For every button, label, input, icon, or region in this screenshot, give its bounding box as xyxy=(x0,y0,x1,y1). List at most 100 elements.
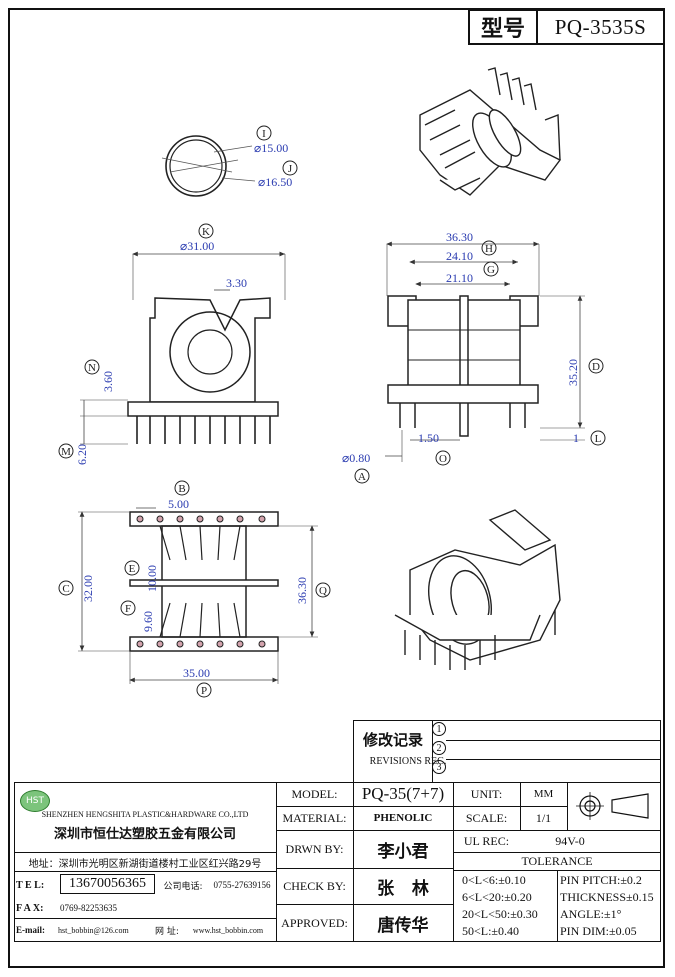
ul-value: 94V-0 xyxy=(555,833,585,848)
unit-label: UNIT: xyxy=(470,786,503,801)
check-label: CHECK BY: xyxy=(283,878,346,893)
dim-G: 21.10 xyxy=(446,271,473,285)
tolerance-right-3: ANGLE:±1° xyxy=(560,907,622,921)
svg-text:H: H xyxy=(485,243,493,255)
ul-label: UL REC: xyxy=(463,833,510,848)
callout-P: P xyxy=(196,682,212,698)
model-title-box: 型号 PQ-3535S xyxy=(468,9,665,45)
company-name-cn: 深圳市恒仕达塑胶五金有限公司 xyxy=(53,826,236,842)
dim-C: 32.00 xyxy=(81,575,95,602)
web-label: 网 址: xyxy=(155,926,179,937)
svg-text:I: I xyxy=(262,128,266,140)
specs-line-1 xyxy=(276,806,453,807)
callout-N: N xyxy=(84,359,100,375)
units-line-2 xyxy=(453,830,661,831)
tolerance-right-2: THICKNESS±0.15 xyxy=(560,890,654,904)
dim-O: 1.50 xyxy=(418,431,439,445)
svg-text:F: F xyxy=(125,603,131,615)
core-circle-view xyxy=(161,135,256,197)
svg-text:N: N xyxy=(88,362,96,374)
specs-line-3 xyxy=(276,868,453,869)
revision-row-1: 1 xyxy=(432,722,446,736)
company-address: 地址：深圳市光明区新湖街道楼村工业区红兴路29号 xyxy=(14,852,276,872)
svg-text:B: B xyxy=(178,483,185,495)
dim-N: 3.60 xyxy=(101,371,115,392)
tolerance-right: PIN PITCH:±0.2 THICKNESS±0.15 ANGLE:±1° … xyxy=(560,872,660,940)
specs-line-2 xyxy=(276,830,453,831)
tolerance-left-1: 0<L<6:±0.10 xyxy=(462,873,526,887)
revisions-label-en: REVISIONS REC. xyxy=(369,755,447,767)
title-block xyxy=(14,782,661,942)
revisions-label-cn: 修改记录 xyxy=(362,730,423,749)
drawn-value: 李小君 xyxy=(377,841,429,862)
bobbin-3d-top-view xyxy=(419,67,562,196)
dim-width-total: 36.30 xyxy=(446,230,473,244)
svg-text:L: L xyxy=(595,433,602,445)
callout-C: C xyxy=(58,580,74,596)
tolerance-left-3: 20<L<50:±0.30 xyxy=(462,907,538,921)
callout-K: K xyxy=(198,223,214,239)
callout-D: D xyxy=(588,358,604,374)
svg-text:E: E xyxy=(129,563,136,575)
dim-D: 35.20 xyxy=(566,359,580,386)
web-value: www.hst_bobbin.com xyxy=(192,925,264,935)
email-label: E-mail: xyxy=(16,925,45,935)
units-line-3 xyxy=(453,852,661,853)
callout-G: G xyxy=(483,261,499,277)
specs-divider-right xyxy=(453,782,454,942)
company-name-en: SHENZHEN HENGSHITA PLASTIC&HARDWARE CO.,… xyxy=(41,809,249,819)
units-divider-2 xyxy=(567,782,568,830)
callout-Q: Q xyxy=(315,582,331,598)
specs-line-4 xyxy=(276,904,453,905)
company-divider xyxy=(14,918,276,919)
tolerance-left-4: 50<L:±0.40 xyxy=(462,924,520,938)
bobbin-bottom-view xyxy=(129,511,279,652)
svg-text:G: G xyxy=(487,264,495,276)
model-title-label: 型号 xyxy=(470,11,538,43)
bobbin-3d-bottom-view xyxy=(394,509,561,670)
svg-text:P: P xyxy=(201,685,207,697)
dim-F: 9.60 xyxy=(141,611,155,632)
tolerance-label: TOLERANCE xyxy=(521,853,593,868)
svg-text:C: C xyxy=(62,583,69,595)
check-value: 张 林 xyxy=(377,878,429,899)
fax-label: F A X: xyxy=(16,902,44,914)
dim-J: ⌀16.50 xyxy=(258,175,292,189)
callout-M: M xyxy=(58,443,74,459)
callout-H: H xyxy=(481,240,497,256)
specs-divider-mid xyxy=(353,782,354,942)
callout-I: I xyxy=(256,125,272,141)
callout-B: B xyxy=(174,480,190,496)
projection-symbol-icon xyxy=(576,792,649,820)
tolerance-left-2: 6<L<20:±0.20 xyxy=(462,890,532,904)
callout-E: E xyxy=(124,560,140,576)
revisions-line-1 xyxy=(446,740,661,741)
revision-row-3: 3 xyxy=(432,760,446,774)
tolerance-left: 0<L<6:±0.10 6<L<20:±0.20 20<L<50:±0.30 5… xyxy=(462,872,557,940)
dim-Q: 36.30 xyxy=(295,577,309,604)
svg-text:D: D xyxy=(592,361,600,373)
material-value: PHENOLIC xyxy=(373,812,433,824)
drawn-label: DRWN BY: xyxy=(285,841,344,856)
callout-O: O xyxy=(435,450,451,466)
email-value: hst_bobbin@126.com xyxy=(58,925,129,935)
dim-L: 1 xyxy=(573,431,579,445)
model-label: MODEL: xyxy=(291,786,338,801)
material-label: MATERIAL: xyxy=(282,810,347,825)
dim-B: 5.00 xyxy=(168,497,189,511)
tolerance-divider xyxy=(557,870,558,942)
dim-kw: 3.30 xyxy=(226,276,247,290)
tolerance-right-4: PIN DIM:±0.05 xyxy=(560,924,637,938)
dim-H: 24.10 xyxy=(446,249,473,263)
svg-text:O: O xyxy=(439,453,447,465)
svg-text:M: M xyxy=(61,446,71,458)
tel-label: T E L: xyxy=(16,879,45,891)
scale-value: 1/1 xyxy=(535,810,552,825)
callout-L: L xyxy=(590,430,606,446)
dim-K: ⌀31.00 xyxy=(180,239,214,253)
svg-text:K: K xyxy=(202,226,210,238)
callout-J: J xyxy=(282,160,298,176)
company-tel-label: 公司电话: xyxy=(163,881,203,892)
drawing-frame xyxy=(8,8,665,968)
callout-A: A xyxy=(354,468,370,484)
